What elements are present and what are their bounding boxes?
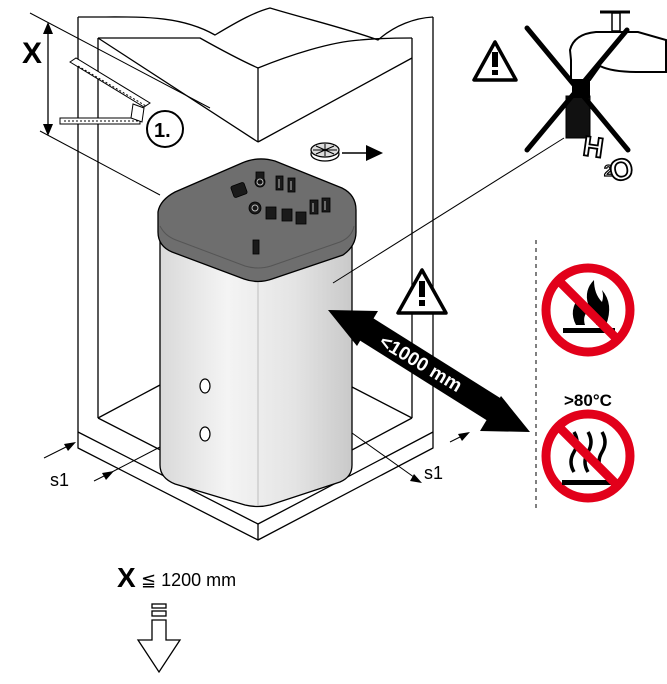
step-badge: 1.: [146, 110, 184, 148]
step-label: 1.: [154, 120, 171, 142]
formula-rest: ≦ 1200 mm: [141, 570, 236, 590]
leader-line-h2o: [332, 137, 565, 284]
water-tank: [157, 158, 357, 508]
no-open-flame-icon: [541, 263, 635, 357]
x-dimension: X: [22, 12, 211, 196]
h2o-o: O: [607, 152, 637, 189]
h2o-h: H: [581, 130, 605, 164]
distance-label: <1000 mm: [375, 331, 465, 397]
s1-right-label: s1: [424, 463, 443, 483]
s1-left-label: s1: [50, 470, 69, 490]
formula-x: X: [117, 562, 136, 593]
temperature-label: >80°C: [564, 391, 612, 410]
h2o-label: H 2 O: [580, 129, 637, 189]
warning-triangle-icon: [472, 40, 518, 82]
distance-arrow: <1000 mm: [328, 310, 530, 432]
x-marker-label: X: [22, 37, 42, 70]
s1-dimension-right: s1: [351, 432, 470, 483]
folding-ruler-icon: [59, 57, 151, 125]
s1-dimension-left: s1: [43, 442, 161, 490]
valve-icon: [310, 142, 383, 162]
no-hot-surface-icon: [541, 409, 635, 503]
warning-triangle-icon: [396, 268, 448, 315]
down-arrow-icon: [136, 603, 182, 674]
h2o-sub: 2: [604, 163, 613, 180]
water-tap-icon: [565, 10, 667, 139]
prohibition-cross: [524, 25, 631, 153]
